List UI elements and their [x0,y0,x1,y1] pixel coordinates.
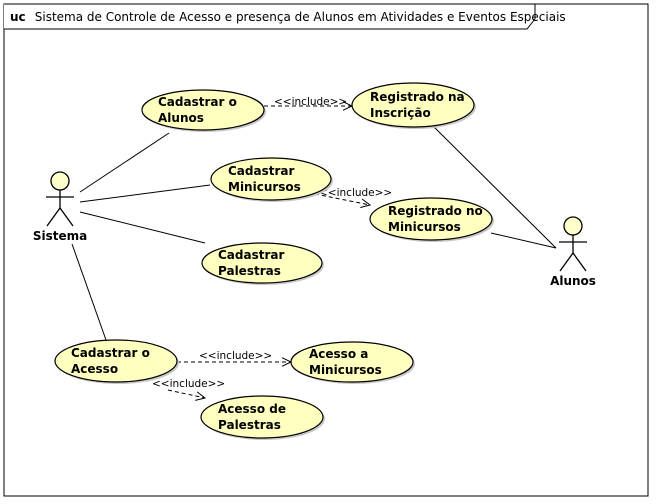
use-case-ellipse [54,339,178,383]
actor-legs-icon [559,251,587,272]
use-case-acesso_palestras[interactable]: Acesso de Palestras [200,395,325,440]
actor-legs-icon [46,206,74,227]
use-case-label-line: Cadastrar [218,248,284,262]
use-case-label-line: Palestras [218,418,281,432]
actor-head-icon [563,216,583,236]
use-case-label-line: Palestras [218,264,281,278]
association-line-alunos-registrado_minicursos [490,232,557,249]
use-case-ellipse [141,89,265,131]
use-case-ellipse [290,341,414,383]
use-case-label-line: Cadastrar o [158,95,237,109]
include-label-cadastrar_acesso-acesso_palestras: <<include>> [152,378,225,390]
use-case-label-line: Inscrição [370,106,431,120]
association-line-sistema-cadastrar_alunos [79,132,170,193]
association-line-sistema-cadastrar_acesso [71,243,107,341]
use-case-label-line: Acesso [71,362,118,376]
use-case-cadastrar_acesso[interactable]: Cadastrar o Acesso [54,339,179,384]
frame-keyword: uc [10,10,26,24]
use-case-label-line: Minicursos [388,220,461,234]
use-case-ellipse [369,197,493,241]
use-case-label-line: Acesso de [218,402,286,416]
frame-title: Sistema de Controle de Acesso e presença… [35,10,566,24]
use-case-ellipse [201,242,323,284]
actor-name: Alunos [550,274,596,288]
include-line-cadastrar_minicursos-registrado_minicursos [314,193,371,206]
actor-name: Sistema [33,229,87,243]
use-case-ellipse [210,157,332,201]
association-line-sistema-cadastrar_minicursos [79,184,211,203]
include-line-cadastrar_acesso-acesso_palestras [167,389,206,399]
include-label-cadastrar_minicursos-registrado_minicursos: <<include>> [319,187,392,199]
use-case-label-line: Alunos [158,111,204,125]
actor-alunos[interactable]: Alunos [550,216,596,288]
diagram-frame: uc Sistema de Controle de Acesso e prese… [3,3,649,497]
association-line-alunos-registrado_inscricao [431,124,557,249]
use-case-cadastrar_alunos[interactable]: Cadastrar o Alunos [141,89,266,132]
frame-title-tab [4,3,536,30]
use-case-ellipse [351,82,475,128]
frame-heading: uc Sistema de Controle de Acesso e prese… [10,6,566,25]
include-label-cadastrar_acesso-acesso_minicursos: <<include>> [199,350,272,362]
include-arrowhead-cadastrar_acesso-acesso_palestras [195,391,207,401]
use-case-registrado_minicursos[interactable]: Registrado no Minicursos [369,197,494,242]
association-line-sistema-cadastrar_palestras [79,211,206,244]
include-arrowhead-cadastrar_minicursos-registrado_minicursos [360,198,372,208]
frame-border [3,3,649,497]
relationships: <<include>> <<include>> <<include>> <<inclu… [71,96,557,401]
include-label-cadastrar_alunos-registrado_inscricao: <<include>> [274,96,347,108]
use-case-label-line: Acesso a [309,347,368,361]
use-case-ellipse [200,395,324,439]
use-case-registrado_inscricao[interactable]: Registrado na Inscrição [351,82,476,129]
use-case-label-line: Cadastrar o [71,346,150,360]
use-case-label-line: Cadastrar [228,164,294,178]
actor-sistema[interactable]: Sistema [33,171,87,243]
use-case-label-line: Registrado no [388,204,483,218]
use-case-label-line: Minicursos [228,180,301,194]
actor-head-icon [50,171,70,191]
use-case-label-line: Registrado na [370,90,465,104]
use-case-acesso_minicursos[interactable]: Acesso a Minicursos [290,341,415,384]
use-case-label-line: Minicursos [309,363,382,377]
